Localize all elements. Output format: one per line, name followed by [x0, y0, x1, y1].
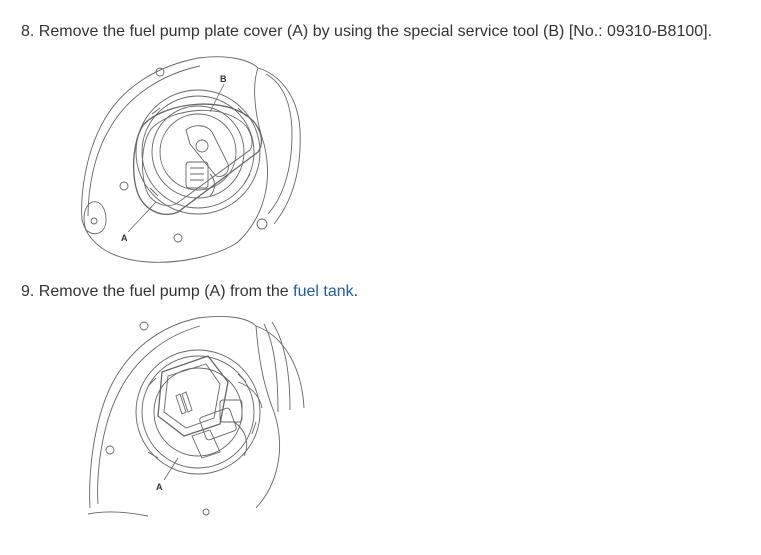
figure-label-b: B [220, 74, 227, 84]
fuel-tank-link[interactable]: fuel tank [293, 283, 354, 300]
step-9-text-before: 9. Remove the fuel pump (A) from the [21, 283, 294, 300]
step-9-text-after: . [353, 283, 359, 300]
step-8-instruction: 8. Remove the fuel pump plate cover (A) … [21, 23, 713, 40]
step-9-instruction: 9. Remove the fuel pump (A) from the fue… [21, 282, 358, 302]
figure-label-a: A [121, 233, 128, 243]
fuel-pump-plate-cover-figure: B A [78, 44, 308, 266]
figure-label-a: A [156, 482, 163, 492]
fuel-pump-removal-figure: A [87, 312, 308, 518]
